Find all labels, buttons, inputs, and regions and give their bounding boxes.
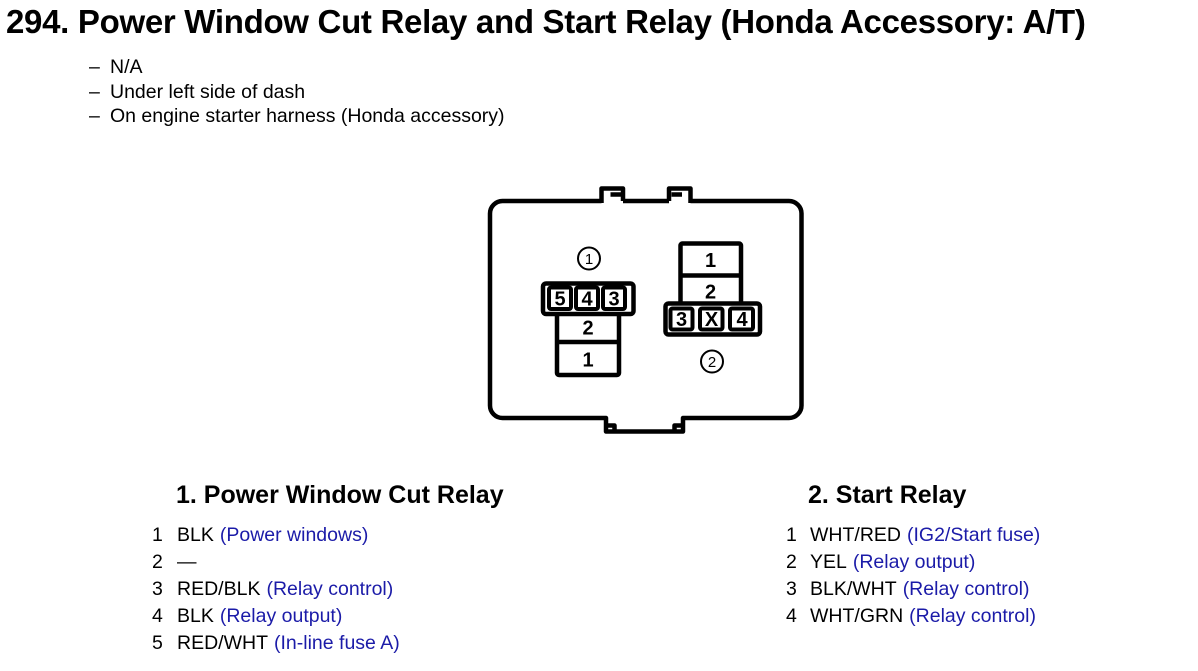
pin-function: (Relay control) <box>909 605 1036 627</box>
pin-wire-color: WHT/GRN <box>810 605 904 627</box>
legend-start-relay: 2. Start Relay 1 WHT/RED (IG2/Start fuse… <box>786 480 1186 630</box>
bottom-left-clip-icon <box>607 423 617 431</box>
connector-2-pin-box-3 <box>668 306 695 332</box>
connector-1-pin-cell-2: 2 <box>582 318 593 340</box>
top-right-clip-icon <box>666 186 693 203</box>
pin-wire-color: YEL <box>810 551 847 573</box>
page-title: 294. Power Window Cut Relay and Start Re… <box>6 3 1086 40</box>
connector-1-pin-cell-1: 1 <box>582 350 593 372</box>
pin-function: (Relay control) <box>902 578 1030 600</box>
pin-function: (Relay control) <box>266 578 394 600</box>
connector-1-pin-box-5 <box>547 285 573 311</box>
pin-row: 5 RED/WHT (In-line fuse A) <box>152 630 622 657</box>
pin-row: 4 WHT/GRN (Relay control) <box>786 603 1186 630</box>
note-dash: – <box>89 56 100 78</box>
pin-wire-color: RED/BLK <box>177 578 261 600</box>
connector-2-pin-cell-x: X <box>705 309 719 331</box>
pin-number: 4 <box>152 605 163 627</box>
connector-2-label: 2 <box>708 354 716 371</box>
pin-number: 1 <box>152 524 163 546</box>
pin-number: 5 <box>152 632 163 654</box>
pin-list: 1 BLK (Power windows) 2 — 3 RED/BLK (Rel… <box>152 522 622 657</box>
note-line: – On engine starter harness (Honda acces… <box>89 104 505 129</box>
note-line: – Under left side of dash <box>89 80 505 105</box>
pin-number: 1 <box>786 524 797 546</box>
connector-1-pin-box-3 <box>601 285 627 311</box>
relay-connector-diagram: 1 2 1 5 4 3 1 2 3 <box>487 186 804 434</box>
pin-wire-color: BLK <box>177 605 214 627</box>
pin-wire-color: BLK <box>177 524 214 546</box>
pin-number: 3 <box>152 578 163 600</box>
pin-number: 2 <box>152 551 163 573</box>
pin-function: (IG2/Start fuse) <box>907 524 1041 546</box>
pin-function: (In-line fuse A) <box>274 632 400 654</box>
pin-row: 3 BLK/WHT (Relay control) <box>786 576 1186 603</box>
pin-row: 2 YEL (Relay output) <box>786 549 1186 576</box>
note-text: On engine starter harness (Honda accesso… <box>110 105 505 127</box>
pin-row: 3 RED/BLK (Relay control) <box>152 576 622 603</box>
pin-wire-color: WHT/RED <box>810 524 901 546</box>
pin-function: (Relay output) <box>852 551 976 573</box>
note-text: N/A <box>110 56 143 78</box>
legend-heading: 2. Start Relay <box>808 481 967 509</box>
connector-2-label-circle <box>700 349 724 374</box>
pin-wire-color: — <box>177 551 197 573</box>
pin-row: 2 — <box>152 549 622 576</box>
pin-number: 4 <box>786 605 797 627</box>
connector-1-label-circle <box>577 246 601 271</box>
connector-2-pin-cell-2: 2 <box>705 282 716 304</box>
note-line: – N/A <box>89 55 505 80</box>
pin-function: (Relay output) <box>219 605 343 627</box>
pin-list: 1 WHT/RED (IG2/Start fuse) 2 YEL (Relay … <box>786 522 1186 630</box>
connector-1-pin-box-4 <box>574 285 600 311</box>
note-text: Under left side of dash <box>110 80 306 103</box>
note-dash: – <box>89 105 100 127</box>
connector-2-pin-cell-1: 1 <box>705 250 716 272</box>
connector-2-pin-box-4 <box>728 306 755 332</box>
connector-2-pin-cell-4: 4 <box>736 309 748 331</box>
legend-heading: 1. Power Window Cut Relay <box>176 481 504 509</box>
connector-1-label: 1 <box>585 251 593 268</box>
connector-1-pin-cell-5: 5 <box>554 289 565 311</box>
pin-number: 3 <box>786 578 797 600</box>
location-notes: – N/A – Under left side of dash – On eng… <box>89 55 505 129</box>
connector-2: 1 2 3 X 4 2 <box>663 241 763 374</box>
legend-power-window-cut-relay: 1. Power Window Cut Relay 1 BLK (Power w… <box>152 480 622 657</box>
connector-2-pin-cell-3: 3 <box>676 309 687 331</box>
connector-2-pin-box-x <box>698 306 725 332</box>
note-dash: – <box>89 80 100 103</box>
pin-number: 2 <box>786 551 797 573</box>
pin-wire-color: RED/WHT <box>177 632 268 654</box>
pin-row: 1 BLK (Power windows) <box>152 522 622 549</box>
connector-1-pin-cell-3: 3 <box>608 289 619 311</box>
connector-1: 1 2 1 5 4 3 <box>540 246 636 378</box>
pin-row: 1 WHT/RED (IG2/Start fuse) <box>786 522 1186 549</box>
connector-1-pin-cell-4: 4 <box>581 289 593 311</box>
bottom-right-clip-icon <box>672 423 682 431</box>
pin-wire-color: BLK/WHT <box>810 578 897 600</box>
bracket-body <box>487 198 804 434</box>
pin-function: (Power windows) <box>219 524 369 546</box>
top-left-clip-icon <box>599 186 626 203</box>
relay-bracket-outline <box>487 186 804 434</box>
pin-row: 4 BLK (Relay output) <box>152 603 622 630</box>
